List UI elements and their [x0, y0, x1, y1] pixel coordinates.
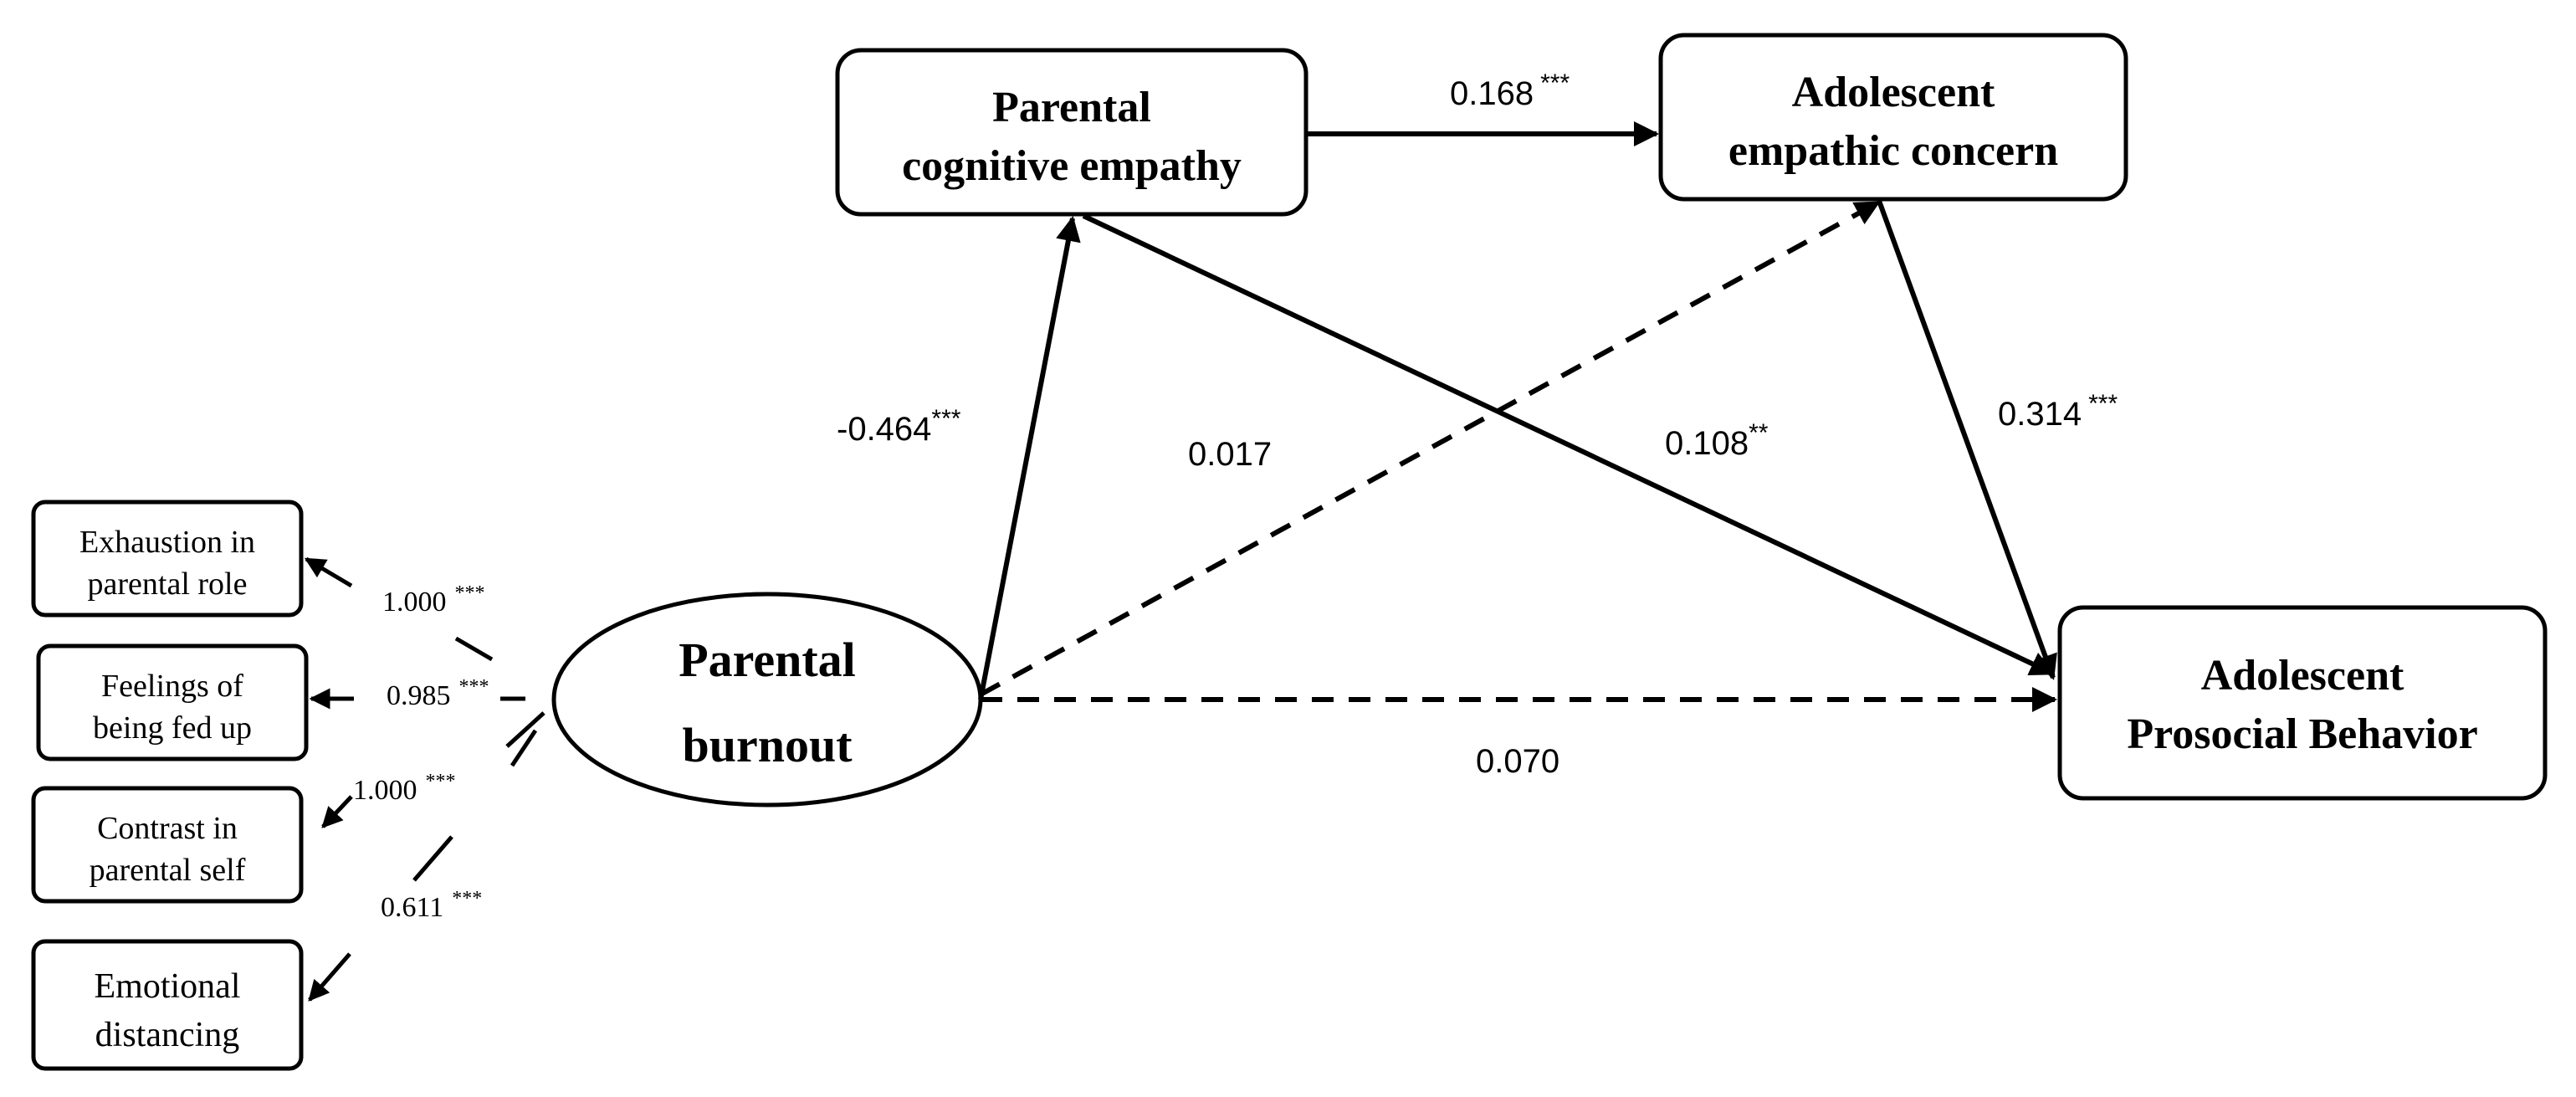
path-cognitive-empathy-to-prosocial	[1082, 213, 2056, 676]
node-parental-burnout	[551, 592, 983, 807]
path-burnout-to-empathic-concern	[979, 200, 1881, 697]
loading-fed-up: 0.985***	[387, 676, 489, 711]
loading-path-exhaustion	[304, 556, 494, 662]
indicator-label-exhaustion-line1: Exhaustion in	[79, 525, 255, 560]
coef-burnout-cognitive-empathy: -0.464***	[837, 405, 961, 448]
node-parental-burnout-line1: Parental	[679, 633, 856, 687]
node-parental-cognitive-empathy-line1: Parental	[992, 84, 1151, 131]
loading-distancing: 0.611***	[381, 888, 482, 923]
loading-path-distancing	[308, 729, 538, 1002]
indicator-label-distancing-line1: Emotional	[95, 967, 241, 1006]
node-adolescent-prosocial-behavior-line2: Prosocial Behavior	[2127, 710, 2477, 758]
loading-contrast: 1.000***	[353, 771, 456, 806]
loading-exhaustion: 1.000***	[382, 582, 485, 618]
node-parental-burnout-line2: burnout	[682, 718, 853, 772]
indicator-label-contrast-line2: parental self	[90, 853, 246, 888]
coef-cognitive-empathy-prosocial: 0.108**	[1665, 419, 1769, 462]
indicator-label-fed-up-line2: being fed up	[93, 710, 252, 746]
coef-burnout-empathic-concern: 0.017	[1188, 436, 1272, 473]
indicator-box-exhaustion	[31, 500, 304, 618]
coef-empathic-concern-prosocial: 0.314***	[1998, 390, 2118, 433]
indicator-label-distancing-line2: distancing	[95, 1016, 240, 1054]
path-burnout-to-cognitive-empathy	[978, 216, 1081, 700]
node-adolescent-empathic-concern	[1658, 33, 2128, 202]
path-empathic-concern-to-prosocial	[1877, 199, 2057, 680]
coef-burnout-prosocial: 0.070	[1476, 743, 1559, 780]
loading-path-contrast	[321, 711, 545, 828]
node-parental-cognitive-empathy-line2: cognitive empathy	[902, 142, 1242, 190]
node-adolescent-empathic-concern-line1: Adolescent	[1792, 69, 1995, 116]
indicator-box-fed-up	[36, 643, 309, 761]
indicator-label-contrast-line1: Contrast in	[97, 811, 238, 846]
coef-cognitive-empathy-empathic-concern: 0.168***	[1450, 69, 1570, 112]
node-adolescent-prosocial-behavior	[2057, 605, 2548, 801]
indicator-box-distancing	[31, 939, 304, 1071]
node-adolescent-empathic-concern-line2: empathic concern	[1728, 127, 2058, 175]
indicator-label-fed-up-line1: Feelings of	[101, 669, 243, 704]
indicator-box-contrast	[31, 786, 304, 904]
node-adolescent-prosocial-behavior-line1: Adolescent	[2201, 652, 2404, 700]
indicator-label-exhaustion-line2: parental role	[88, 566, 248, 602]
